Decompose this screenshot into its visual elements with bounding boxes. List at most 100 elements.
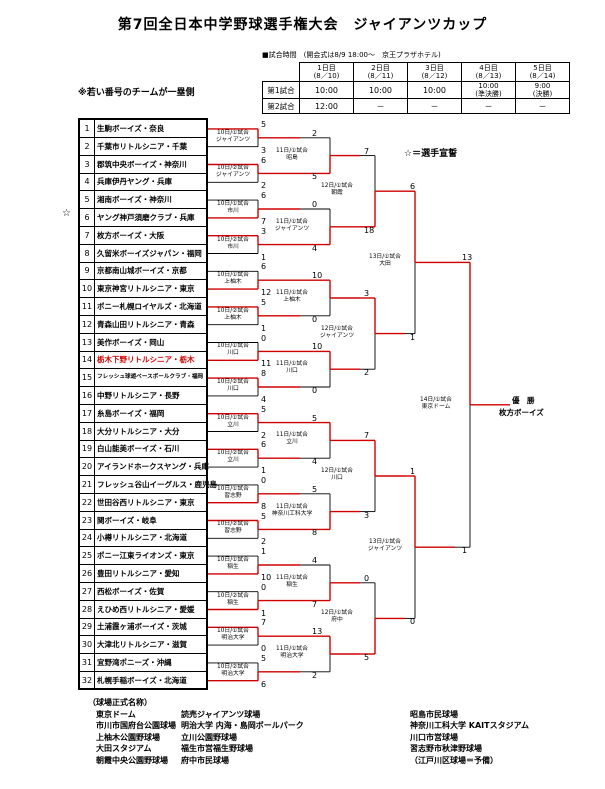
score: 3 — [261, 226, 267, 236]
score: 3 — [261, 145, 267, 155]
score: 2 — [312, 128, 318, 138]
match-venue-label: 10日/①試合 ジャイアンツ — [215, 129, 251, 143]
team-name: 糸島ボーイズ・福岡 — [97, 408, 165, 418]
team-name: 関ボーイズ・岐阜 — [97, 515, 157, 525]
score: 0 — [312, 386, 318, 395]
score: 4 — [261, 394, 267, 404]
match-venue-label: 11日/①試合 明治大学 — [276, 646, 308, 659]
score: 13 — [312, 627, 323, 637]
match-venue-label: 12日/①試合 ジャイアンツ — [319, 325, 355, 339]
match-venue-label: 12日/①試合 府中 — [321, 610, 353, 624]
team-number: 5 — [80, 191, 95, 209]
team-name: 小樽リトルシニア・北海道 — [97, 533, 187, 543]
team-name: 中野リトルシニア・長野 — [97, 391, 180, 400]
venue-column-2: 読売ジャイアンツ球場明治大学 内海・島岡ボールパーク立川公園野球場福生市営福生野… — [181, 709, 304, 767]
score: 6 — [261, 679, 267, 689]
score: 6 — [410, 182, 416, 192]
venue-column-1: 東京ドーム市川市国府台公園球場上柚木公園野球場大田スタジアム朝霞中央公園野球場 — [96, 709, 176, 767]
team-name: 郡筑中央ボーイズ・神奈川 — [97, 159, 187, 169]
team-name: 久留米ボーイズジャパン・福岡 — [97, 248, 202, 258]
match-venue-label: 10日/②試合 ジャイアンツ — [215, 165, 251, 179]
match-venue-label: 11日/①試合 立川 — [276, 432, 308, 446]
venue-heading: （球場正式名称） — [88, 698, 152, 707]
score: 0 — [261, 333, 267, 343]
score: 0 — [364, 573, 370, 583]
team-name: 美作ボーイズ・岡山 — [97, 337, 165, 347]
team-number: 32 — [80, 671, 95, 689]
team-name: 宜野湾ポニーズ・沖縄 — [97, 658, 172, 667]
match-venue-label: 13日/①試合 大田 — [369, 254, 401, 268]
team-name: フレッシュ球遊ベースボールクラブ・福岡 — [97, 374, 204, 381]
score: 12 — [261, 288, 272, 298]
score: 0 — [261, 582, 267, 592]
score: 6 — [261, 191, 267, 201]
team-number: 13 — [80, 333, 95, 351]
team-name: 栃木下野リトルシニア・栃木 — [97, 355, 195, 365]
team-number: 22 — [80, 493, 95, 511]
score: 4 — [312, 243, 318, 253]
venue-name: （江戸川区球場＝予備） — [410, 755, 498, 765]
match-venue-label: 12日/①試合 川口 — [321, 468, 353, 481]
venue-name: 立川公園野球場 — [181, 732, 237, 742]
team-number: 19 — [80, 440, 95, 458]
schedule-cell: － — [407, 98, 462, 114]
score: 6 — [261, 262, 267, 272]
score: 5 — [261, 297, 267, 307]
venue-name: 朝霞中央公園野球場 — [96, 755, 168, 765]
team-name: 青森山田リトルシニア・青森 — [97, 319, 195, 329]
score: 0 — [261, 644, 267, 654]
score: 5 — [312, 413, 318, 423]
team-number: 28 — [80, 600, 95, 618]
match-venue-label: 11日/①試合 上柚木 — [276, 290, 308, 303]
match-venue-label: 10日/②試合 立川 — [217, 450, 249, 464]
team-number: 16 — [80, 387, 95, 404]
team-number: 30 — [80, 636, 95, 654]
score: 1 — [261, 252, 267, 262]
match-venue-label: 10日/②試合 稲生 — [217, 592, 249, 606]
team-number: 12 — [80, 315, 95, 333]
match-venue-label: 10日/②試合 上柚木 — [217, 307, 249, 321]
team-number: 9 — [80, 262, 95, 280]
match-venue-label: 10日/①試合 立川 — [217, 414, 249, 428]
team-number: 7 — [80, 226, 95, 244]
team-number: 25 — [80, 547, 95, 565]
match-venue-label: 11日/①試合 ジャイアンツ — [274, 218, 310, 232]
score: 11 — [261, 359, 272, 369]
score: 3 — [364, 510, 370, 520]
team-number: 11 — [80, 298, 95, 315]
match-venue-label: 11日/①試合 川口 — [276, 361, 308, 375]
score: 2 — [261, 537, 267, 547]
team-name: 大津北リトルシニア・滋賀 — [97, 640, 187, 650]
venue-name: 市川市国府台公園球場 — [96, 721, 176, 730]
score: 1 — [261, 466, 267, 476]
team-number: 31 — [80, 654, 95, 671]
match-venue-label: 11日/①試合 昭島 — [276, 147, 308, 161]
team-name: 京都南山城ボーイズ・京都 — [97, 266, 187, 276]
match-venue-label: 10日/①試合 市川 — [217, 201, 249, 214]
match-venue-label: 10日/②試合 市川 — [217, 236, 249, 250]
team-name: 湘南ボーイズ・神奈川 — [97, 195, 172, 205]
match-venue-label: 11日/①試合 神奈川工科大学 — [271, 503, 313, 517]
score: 10 — [312, 271, 323, 281]
score: 4 — [312, 556, 318, 565]
score: 2 — [261, 430, 267, 440]
venue-name: 上柚木公園野球場 — [96, 732, 160, 742]
match-venue-label: 10日/①試合 稲生 — [217, 557, 249, 570]
venue-name: 東京ドーム — [96, 709, 136, 719]
score: 6 — [261, 440, 267, 450]
team-name: えひめ西リトルシニア・愛媛 — [97, 604, 195, 614]
